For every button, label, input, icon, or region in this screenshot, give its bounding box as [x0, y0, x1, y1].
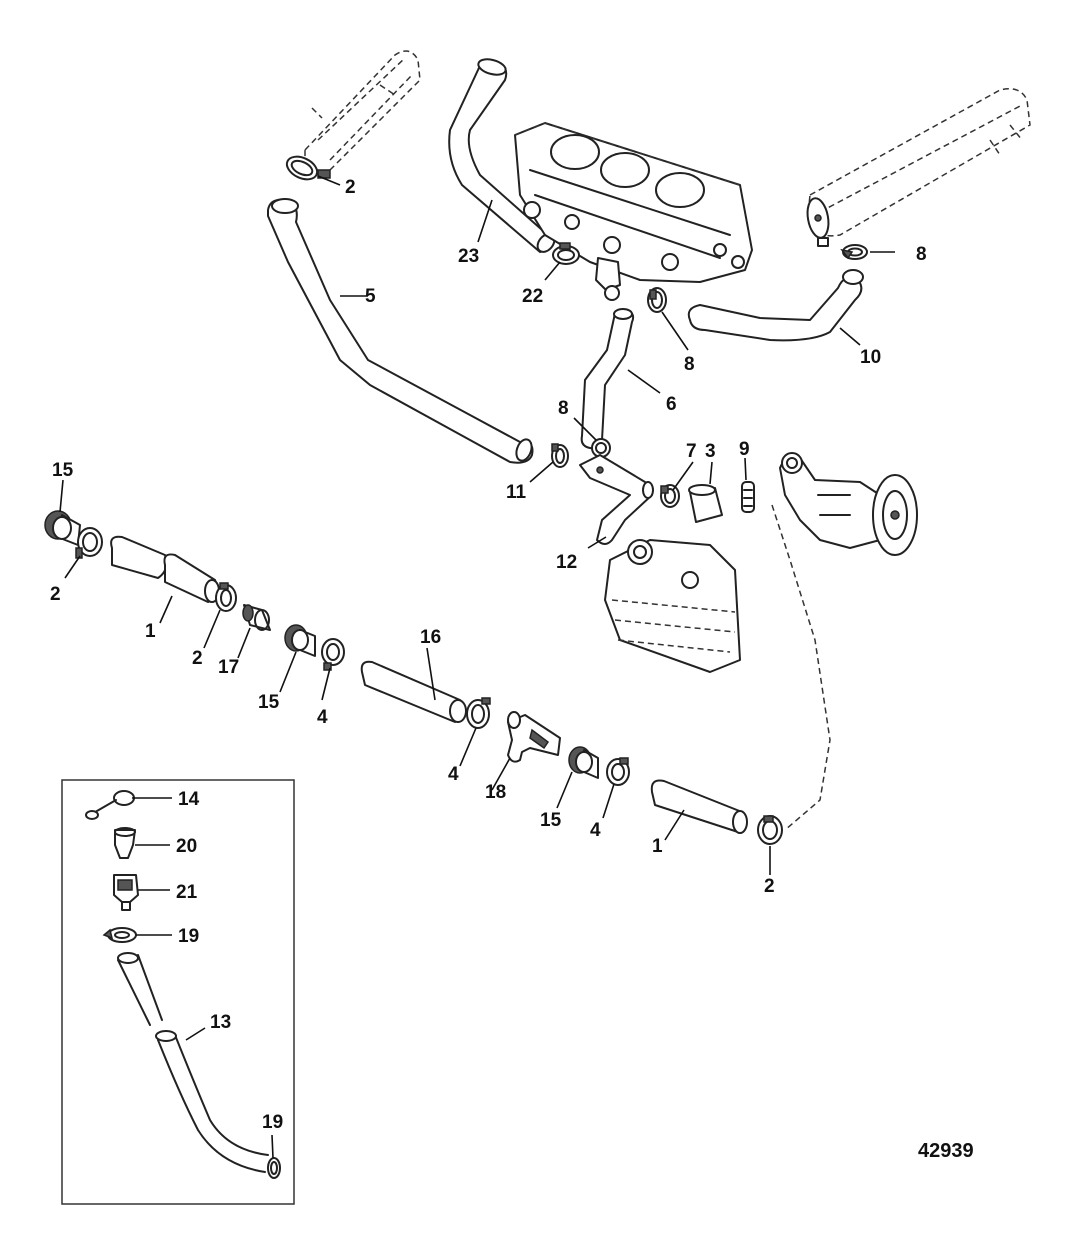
clamp-7: [660, 484, 680, 508]
hose-1-left: [110, 535, 220, 603]
fitting-15-left: [44, 510, 81, 546]
clamp-22: [552, 242, 580, 265]
callout-21: 21: [176, 882, 198, 903]
callout-19-top: 19: [178, 926, 199, 947]
fitting-17: [242, 604, 271, 631]
callout-2-right: 2: [764, 876, 775, 897]
fitting-15-mid: [284, 624, 316, 657]
clamp-2-top: [285, 155, 331, 181]
callout-2-mid: 2: [192, 648, 203, 669]
clamp-19-top: [102, 927, 137, 943]
clamp-4-far-right: [606, 757, 630, 786]
callout-4-right: 4: [448, 764, 459, 785]
hose-5: [267, 198, 534, 464]
fitting-12: [579, 454, 654, 545]
ring-8-lower: [591, 438, 611, 458]
fitting-20: [114, 827, 136, 859]
inset-frame: [61, 779, 295, 1205]
clamp-19-bottom: [267, 1157, 281, 1179]
callout-4-mid: 4: [317, 707, 328, 728]
callout-4-far-right: 4: [590, 820, 601, 841]
hose-16: [360, 660, 467, 723]
clamp-9: [741, 481, 755, 513]
callout-9: 9: [739, 439, 750, 460]
engine-block: [604, 539, 741, 673]
hose-10: [687, 269, 864, 342]
callout-1-right: 1: [652, 836, 663, 857]
hose-6: [580, 308, 635, 450]
callout-8-right: 8: [916, 244, 927, 265]
callout-15-left: 15: [52, 460, 74, 481]
clamp-4-right: [466, 697, 491, 729]
callout-2-left: 2: [50, 584, 61, 605]
callout-13: 13: [210, 1012, 231, 1033]
clamp-2-left: [75, 527, 103, 559]
callout-7: 7: [686, 441, 697, 462]
clamp-2-mid: [215, 582, 237, 612]
clamp-2-right: [757, 815, 783, 845]
callout-19-bottom: 19: [262, 1112, 283, 1133]
callout-11: 11: [506, 482, 527, 503]
clamp-11: [551, 443, 569, 468]
figure-id: 42939: [918, 1140, 974, 1162]
callout-8-lower: 8: [558, 398, 569, 419]
fitting-21: [113, 874, 139, 911]
right-cooler-ghost: [806, 88, 1031, 247]
clamp-8-right: [840, 244, 868, 260]
hose-1-right: [650, 779, 748, 834]
callout-6: 6: [666, 394, 677, 415]
callout-14: 14: [178, 789, 200, 810]
callout-3: 3: [705, 441, 716, 462]
callout-23: 23: [458, 246, 479, 267]
callout-22: 22: [522, 286, 543, 307]
hose-13: [117, 952, 269, 1173]
callout-16: 16: [420, 627, 441, 648]
callout-8-center: 8: [684, 354, 695, 375]
callout-20: 20: [176, 836, 197, 857]
callout-labels: 2 23 22 8 8 10 5 6 8 7 3 9 11 12 15 2 1 …: [50, 177, 927, 1133]
intake-manifold: [514, 122, 753, 301]
callout-2-top: 2: [345, 177, 356, 198]
clamp-4-mid: [321, 638, 345, 671]
callout-5: 5: [365, 286, 376, 307]
callout-12: 12: [556, 552, 577, 573]
tee-18: [507, 711, 561, 763]
callout-17: 17: [218, 657, 239, 678]
leader-lines: [59, 175, 895, 1159]
upper-cooler-ghost: [304, 50, 421, 172]
callout-18: 18: [485, 782, 506, 803]
clamp-8-center: [647, 287, 667, 313]
cap-14: [85, 790, 135, 820]
hose-3: [688, 484, 723, 523]
callout-15-mid: 15: [258, 692, 280, 713]
hose-route-dashed: [771, 504, 831, 831]
callout-15-right: 15: [540, 810, 562, 831]
fitting-15-right: [568, 746, 599, 779]
callout-1-left: 1: [145, 621, 156, 642]
pump-assembly: [779, 452, 918, 556]
callout-10: 10: [860, 347, 881, 368]
